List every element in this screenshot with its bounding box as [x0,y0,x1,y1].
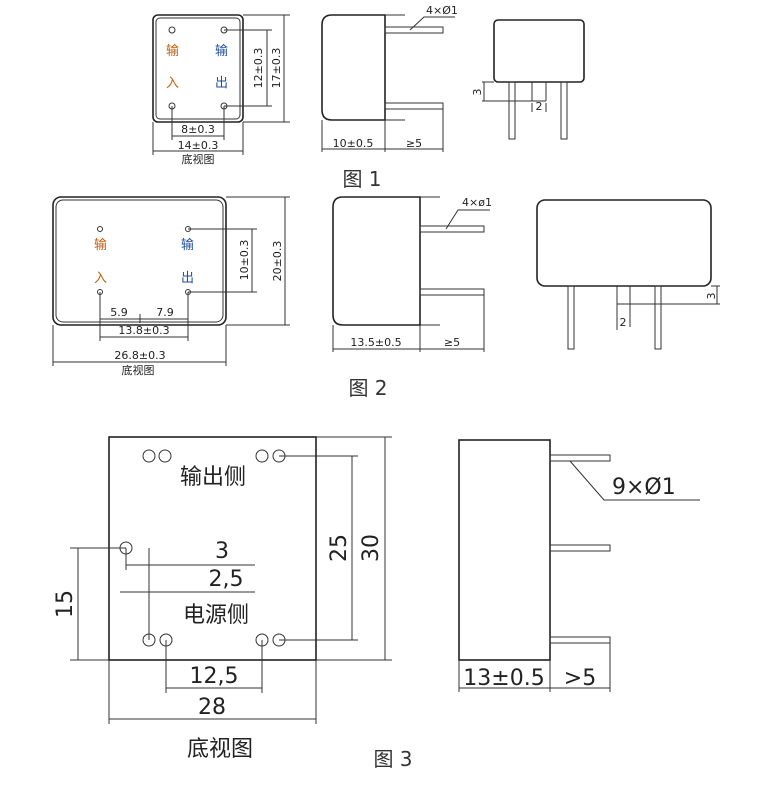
pin-count-diameter: 4×Ø1 [426,4,458,17]
fig1-bottom-view: 输 入 输 出 12±0.3 17±0.3 8±0.3 14±0.3 底视图 [152,14,290,166]
dim-depth: 10±0.5 [333,137,374,150]
dim-12-5: 12,5 [190,664,239,689]
label-output-2: 出 [215,76,228,91]
fig3-side-view: 9×Ø1 13±0.5 >5 [458,439,700,692]
fig2-bottom-view: 输 入 输 出 10±0.3 20±0.3 5.9 7.9 13.8±0.3 2… [52,196,290,377]
pin-count-diameter: 4×ø1 [462,196,492,209]
label-input-1: 输 [94,237,107,253]
dim-body-horizontal: 26.8±0.3 [114,349,165,362]
dim-28: 28 [198,695,226,720]
view-label: 底视图 [122,363,155,377]
dim-depth: 13±0.5 [463,666,544,691]
fig1-front-view: 3 2 [471,19,585,140]
label-output-1: 输 [215,43,228,59]
figure-caption: 图 2 [348,376,387,400]
view-label: 底视图 [187,737,253,762]
dim-body-vertical: 20±0.3 [271,241,284,282]
pin-count-diameter: 9×Ø1 [612,475,676,500]
dim-pin-horizontal: 8±0.3 [181,123,215,136]
dim-pin-length: ≥5 [444,336,460,349]
pin-hole [168,26,176,34]
fig1-side-view: 4×Ø1 10±0.5 ≥5 [321,4,458,152]
label-output-1: 输 [181,237,194,253]
fig2-side-view: 4×ø1 13.5±0.5 ≥5 [332,196,492,352]
dim-standoff: 3 [705,293,718,300]
dim-2-5: 2,5 [209,567,244,592]
dim-30: 30 [359,534,384,562]
figure-3: 输出侧 电源侧 3 2,5 15 25 30 12,5 28 底视图 9×Ø1 … [53,436,700,771]
dim-standoff: 3 [471,89,484,96]
fig2-front-view: 3 2 [536,199,720,350]
dim-body-horizontal: 14±0.3 [178,139,219,152]
figure-2: 输 入 输 出 10±0.3 20±0.3 5.9 7.9 13.8±0.3 2… [52,196,720,400]
label-input-2: 入 [166,76,179,91]
output-side-label: 输出侧 [180,465,246,490]
fig3-bottom-view: 输出侧 电源侧 3 2,5 15 25 30 12,5 28 底视图 [53,436,392,762]
dim-pin-horizontal: 13.8±0.3 [118,324,169,337]
dim-15: 15 [53,590,78,618]
dim-a: 5.9 [110,306,128,319]
dim-depth: 13.5±0.5 [350,336,401,349]
label-input-1: 输 [166,43,179,59]
dim-pin-length: ≥5 [406,137,422,150]
figure-caption: 图 1 [342,167,381,191]
dim-pin-length: >5 [564,666,596,691]
view-label: 底视图 [182,152,215,166]
dim-gap: 2 [620,316,627,329]
dim-gap: 2 [536,100,543,113]
label-input-2: 入 [94,271,107,286]
dim-pin-vertical: 10±0.3 [238,240,251,281]
power-side-label: 电源侧 [183,603,249,628]
dim-25: 25 [327,534,352,562]
dim-body-vertical: 17±0.3 [270,48,283,89]
label-output-2: 出 [181,271,194,286]
figure-1: 输 入 输 出 12±0.3 17±0.3 8±0.3 14±0.3 底视图 4… [152,4,585,191]
dim-pin-vertical: 12±0.3 [252,48,265,89]
figure-caption: 图 3 [373,747,412,771]
dim-3: 3 [215,539,229,564]
dim-b: 7.9 [156,306,174,319]
